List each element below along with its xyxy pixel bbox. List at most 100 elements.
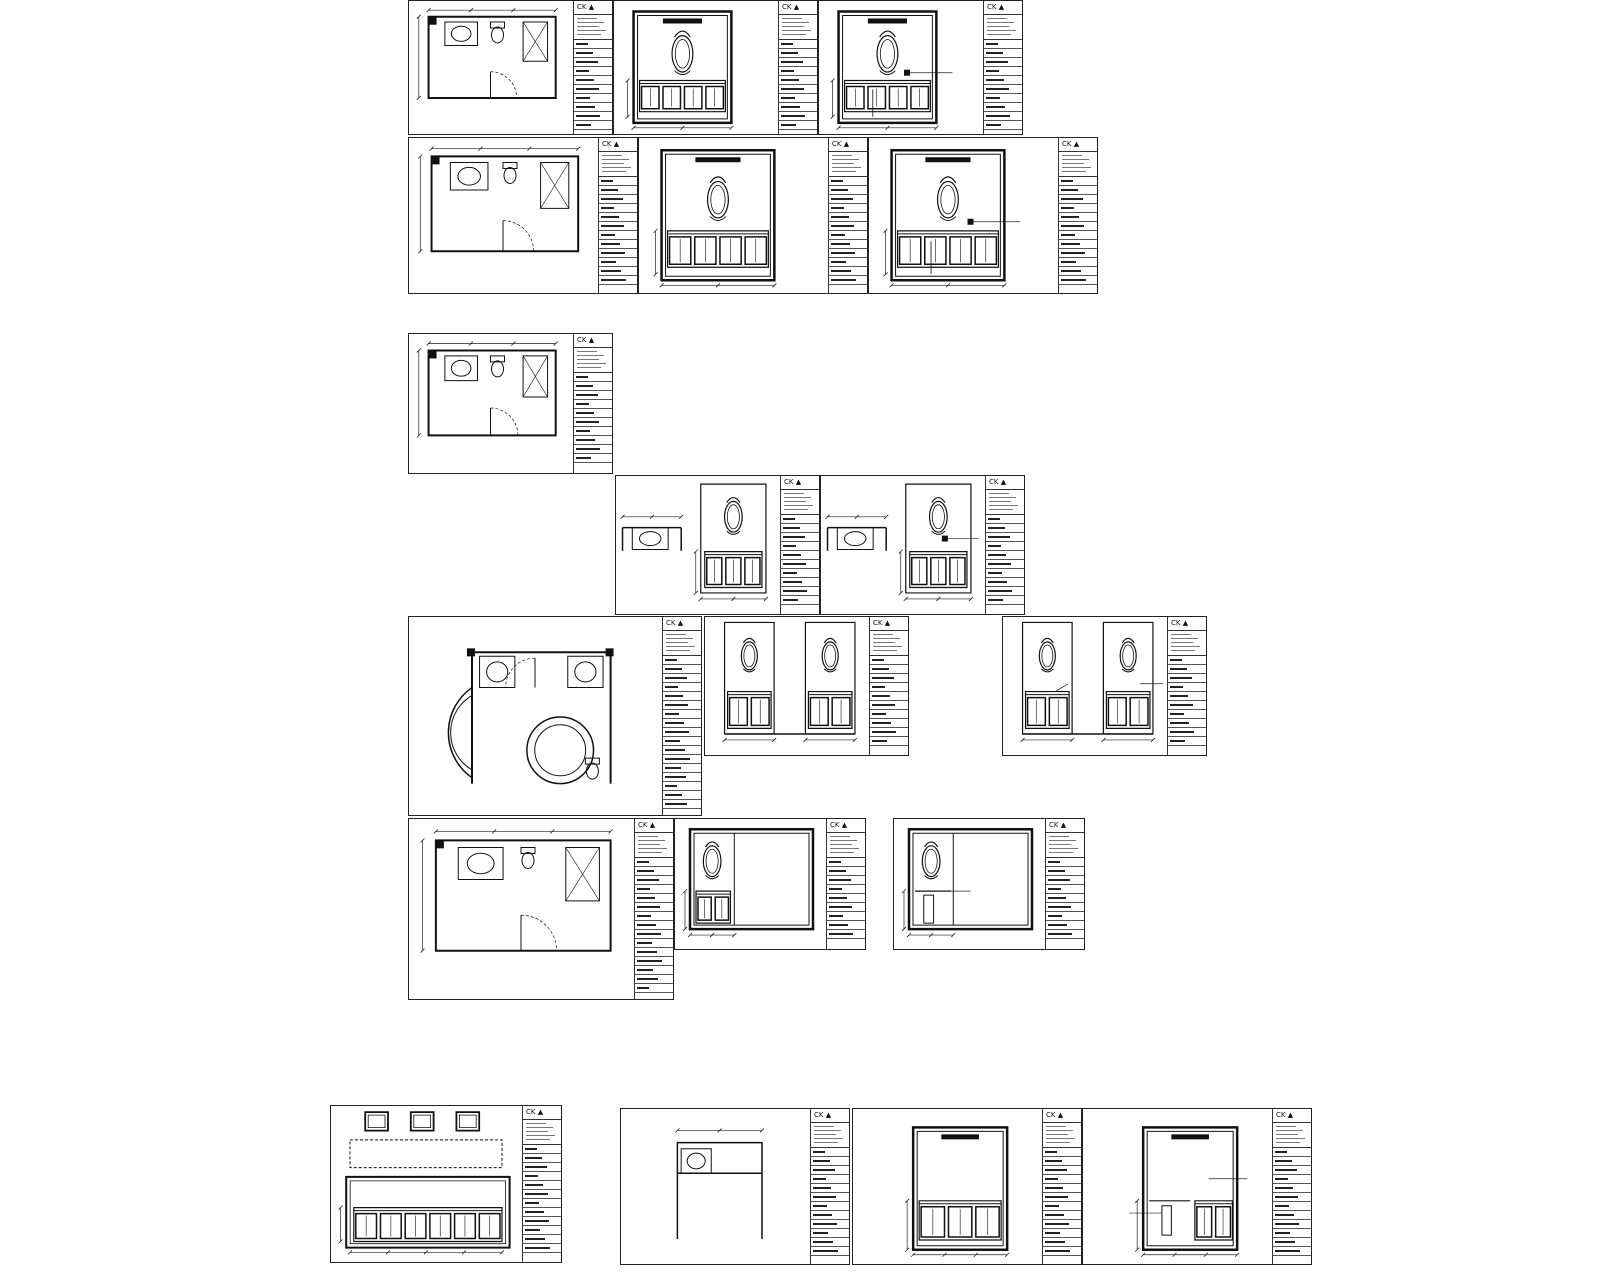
- title-block-row: [523, 1217, 561, 1226]
- drawing-sheet: CK ▲: [620, 1108, 850, 1265]
- title-block-row: [986, 578, 1024, 587]
- title-block-notes: [599, 152, 637, 177]
- title-block-row: [986, 560, 1024, 569]
- title-block-row: [1043, 1184, 1081, 1193]
- drawing-sheet: CK ▲: [615, 475, 820, 615]
- title-block-notes: [781, 490, 819, 515]
- door-swing: [503, 221, 534, 252]
- title-block-row: [829, 276, 867, 285]
- drawing-view: [819, 1, 982, 132]
- title-block-notes: [811, 1123, 849, 1148]
- mirror: [741, 642, 757, 670]
- door-swing: [491, 72, 517, 98]
- title-block-logo: CK ▲: [574, 334, 612, 348]
- drawing-sheet: CK ▲: [638, 137, 868, 294]
- wall-frame: [839, 11, 937, 122]
- title-block-row: [811, 1175, 849, 1184]
- sink-counter: [458, 847, 503, 879]
- title-block: CK ▲: [778, 1, 817, 134]
- title-block-row: [1273, 1229, 1311, 1238]
- title-block-logo: CK ▲: [984, 1, 1022, 15]
- title-block-row: [986, 551, 1024, 560]
- title-block-row: [870, 656, 908, 665]
- mirror: [938, 181, 959, 217]
- title-block-row: [870, 692, 908, 701]
- title-block-row: [599, 213, 637, 222]
- title-block-row: [663, 719, 701, 728]
- vanity-cabinet: [354, 1208, 502, 1242]
- vanity-cabinet: [808, 692, 852, 729]
- drawing-view: [705, 617, 868, 753]
- title-block-row: [811, 1157, 849, 1166]
- title-block-notes: [1059, 152, 1097, 177]
- title-block-row: [984, 58, 1022, 67]
- light-fixture: [695, 157, 741, 163]
- title-block-notes: [827, 833, 865, 858]
- vanity-cabinet: [1106, 692, 1150, 729]
- counter-plan: [350, 1140, 502, 1168]
- title-block-row: [827, 921, 865, 930]
- vanity-cabinet: [910, 552, 967, 588]
- title-block-row: [779, 112, 817, 121]
- title-block-row: [523, 1226, 561, 1235]
- drawing-sheet: CK ▲: [674, 818, 866, 950]
- title-block-row: [635, 948, 673, 957]
- title-block-row: [663, 800, 701, 809]
- title-block-notes: [779, 15, 817, 40]
- title-block: CK ▲: [1045, 819, 1084, 949]
- title-block-row: [779, 103, 817, 112]
- wall-sconce: [411, 1112, 434, 1130]
- title-block-row: [1273, 1157, 1311, 1166]
- title-block-row: [829, 258, 867, 267]
- title-block-logo: CK ▲: [574, 1, 612, 15]
- drawing-sheet: CK ▲: [408, 333, 613, 474]
- title-block-row: [811, 1184, 849, 1193]
- title-block-row: [827, 885, 865, 894]
- title-block-row: [523, 1163, 561, 1172]
- vanity-cabinet: [668, 231, 769, 267]
- mirror: [1120, 642, 1136, 670]
- title-block-row: [781, 515, 819, 524]
- elevation-panel: [1023, 622, 1073, 734]
- sink-counter: [837, 528, 873, 550]
- vanity-cabinet: [919, 1201, 1001, 1240]
- title-block-row: [635, 885, 673, 894]
- title-block-row: [827, 903, 865, 912]
- wall-frame: [662, 150, 775, 280]
- mirror: [877, 36, 898, 72]
- bathtub: [527, 717, 594, 784]
- title-block-row: [1043, 1175, 1081, 1184]
- title-block-row: [811, 1202, 849, 1211]
- title-block-row: [599, 222, 637, 231]
- title-block-logo: CK ▲: [779, 1, 817, 15]
- title-block-logo: CK ▲: [1168, 617, 1206, 631]
- title-block-row: [1168, 710, 1206, 719]
- title-block: CK ▲: [826, 819, 865, 949]
- title-block-row: [984, 67, 1022, 76]
- title-block-row: [829, 204, 867, 213]
- title-block-row: [829, 177, 867, 186]
- title-block-row: [984, 49, 1022, 58]
- title-block: CK ▲: [1058, 138, 1097, 293]
- title-block-row: [779, 94, 817, 103]
- column: [435, 840, 444, 849]
- column: [605, 648, 614, 657]
- title-block: CK ▲: [810, 1109, 849, 1264]
- title-block-row: [781, 524, 819, 533]
- sink-counter: [681, 1149, 711, 1173]
- vanity-cabinet: [705, 552, 762, 588]
- title-block-row: [870, 728, 908, 737]
- light-fixture: [662, 18, 703, 24]
- title-block-row: [663, 728, 701, 737]
- title-block-notes: [635, 833, 673, 858]
- title-block-row: [1043, 1148, 1081, 1157]
- elevation-wall: [701, 484, 766, 593]
- title-block-row: [1273, 1175, 1311, 1184]
- title-block-row: [599, 240, 637, 249]
- title-block-row: [781, 560, 819, 569]
- title-block-row: [811, 1166, 849, 1175]
- title-block-row: [829, 249, 867, 258]
- title-block-row: [574, 49, 612, 58]
- title-block-row: [663, 773, 701, 782]
- title-block-row: [635, 876, 673, 885]
